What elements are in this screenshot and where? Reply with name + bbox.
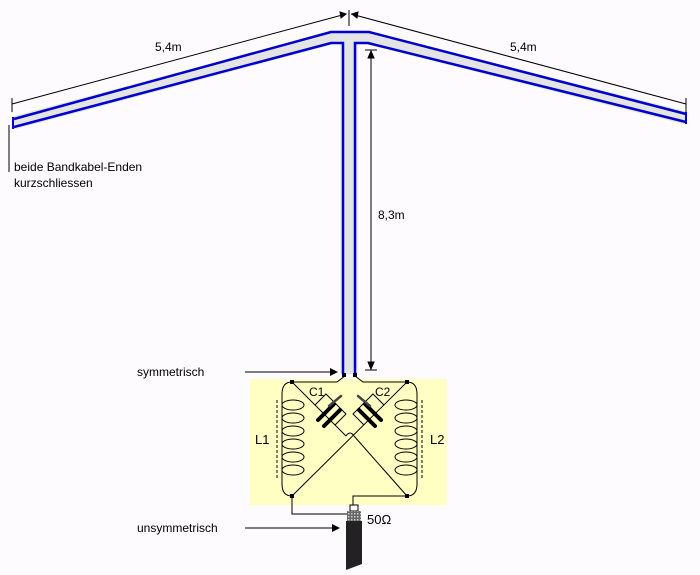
ribbon-cable — [11, 30, 688, 374]
unsymmetric-arrow — [245, 524, 340, 532]
circuit-nodes — [290, 373, 409, 498]
coax-cable — [346, 504, 362, 570]
dimension-lines — [8, 10, 687, 371]
c1-label: C1 — [309, 385, 325, 399]
right-arm-length-label: 5,4m — [510, 40, 537, 54]
impedance-label: 50Ω — [367, 512, 391, 527]
symmetric-label: symmetrisch — [137, 365, 204, 379]
left-arm-length-label: 5,4m — [155, 40, 182, 54]
unsymmetric-label: unsymmetrisch — [137, 521, 218, 535]
symmetric-arrow — [245, 368, 338, 376]
coil-l2 — [406, 381, 418, 497]
feeder-length-label: 8,3m — [378, 208, 405, 222]
short-note-line2: kurzschliessen — [14, 176, 93, 190]
l1-label: L1 — [255, 432, 269, 447]
short-note-line1: beide Bandkabel-Enden — [14, 160, 142, 174]
c2-label: C2 — [375, 385, 391, 399]
coil-l1 — [281, 381, 293, 497]
capacitor-c1 — [316, 394, 343, 428]
l2-label: L2 — [430, 432, 444, 447]
capacitor-c2 — [356, 394, 383, 428]
